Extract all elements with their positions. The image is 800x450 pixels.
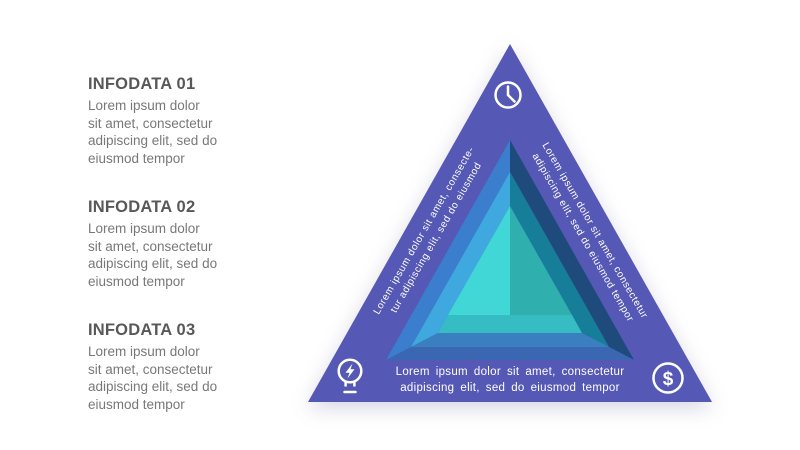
infodata-description-line: sit amet, consectetur	[88, 361, 213, 377]
pyramid-layer2-right-face	[510, 172, 609, 347]
infodata-description-line: Lorem ipsum dolor	[88, 221, 200, 236]
infodata-description-line: eiusmod tempor	[88, 150, 185, 166]
infodata-description-line: adipiscing elit, sed do	[88, 379, 218, 394]
dollar-icon: $	[652, 362, 684, 394]
infodata-description-line: sit amet, consectetur	[88, 238, 213, 254]
dollar-sign-glyph: $	[663, 369, 674, 390]
infodata-title: INFODATA 03	[88, 321, 196, 339]
infodata-title: INFODATA 02	[88, 198, 196, 216]
lightbulb-icon	[337, 358, 363, 394]
infodata-description-line: Lorem ipsum dolor	[88, 344, 200, 359]
pyramid-layer1-bottom-face	[386, 347, 634, 360]
pyramid-core-bottom-face	[438, 315, 582, 333]
bottom-label-line2: adipiscing elit, sed do eiusmod tempor	[400, 382, 620, 394]
pyramid-core-right-face	[510, 206, 572, 315]
clock-icon	[494, 81, 522, 109]
pyramid-layer1-left-face	[386, 140, 510, 360]
pyramid-layer2-bottom-face	[411, 333, 609, 347]
infodata-description-line: adipiscing elit, sed do	[88, 133, 218, 148]
infodata-block-3: INFODATA 03 Lorem ipsum dolor sit amet, …	[88, 320, 283, 413]
infodata-block-1: INFODATA 01 Lorem ipsum dolor sit amet, …	[88, 74, 283, 167]
infodata-list: INFODATA 01 Lorem ipsum dolor sit amet, …	[88, 74, 283, 443]
infodata-description-line: sit amet, consectetur	[88, 115, 213, 131]
infodata-description-line: eiusmod tempor	[88, 273, 185, 289]
infodata-block-2: INFODATA 02 Lorem ipsum dolor sit amet, …	[88, 197, 283, 290]
infodata-description-line: Lorem ipsum dolor	[88, 98, 200, 113]
infodata-description-line: adipiscing elit, sed do	[88, 256, 218, 271]
infodata-title: INFODATA 01	[88, 75, 196, 93]
pyramid-bottom-label: Lorem ipsum dolor sit amet, consectetur …	[396, 366, 625, 394]
pyramid-layer1-right-face	[510, 140, 634, 360]
bottom-label-line1: Lorem ipsum dolor sit amet, consectetur	[396, 366, 625, 378]
pyramid-layer2-left-face	[411, 172, 510, 347]
lightning-bolt-glyph	[345, 363, 355, 379]
pyramid-core-left-face	[448, 206, 510, 315]
infodata-description-line: eiusmod tempor	[88, 396, 185, 412]
